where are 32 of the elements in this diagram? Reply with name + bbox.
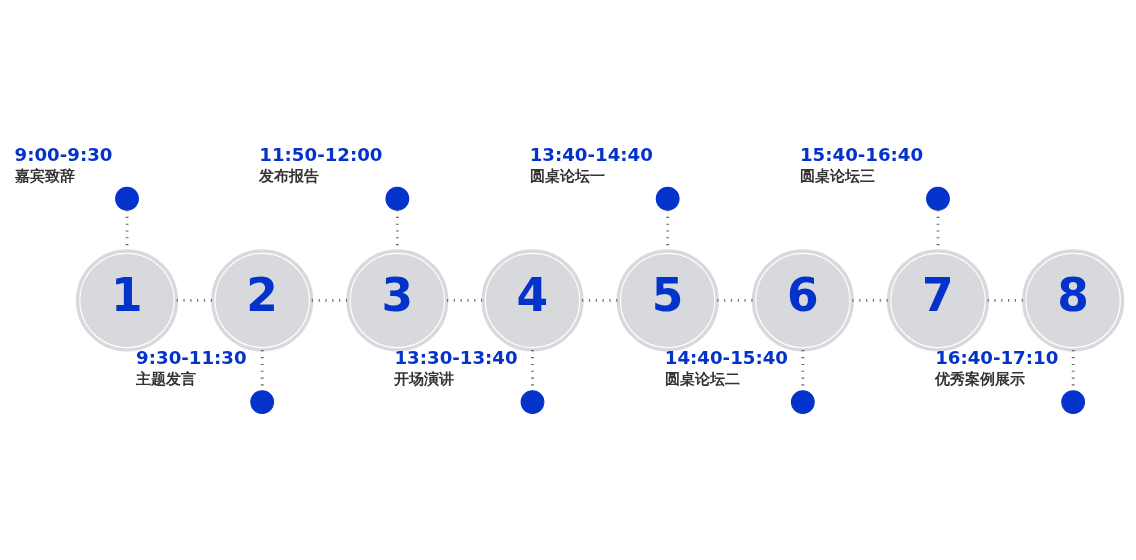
- node-label: 13:40-14:40: [529, 144, 653, 166]
- node-circle: [385, 186, 410, 211]
- node-circle: [655, 186, 680, 211]
- node-circle: 4: [481, 249, 584, 352]
- node-circle: 6: [751, 249, 854, 352]
- node-label: 优秀案例展示: [935, 370, 1026, 388]
- connector: [582, 299, 619, 302]
- node-circle: 8: [1022, 249, 1125, 352]
- node-circle: 3: [346, 249, 449, 352]
- node-label: 15:40-16:40: [799, 144, 924, 166]
- node-circle: 2: [211, 249, 314, 352]
- node-circle: [926, 186, 950, 211]
- node-label: 开场演讲: [394, 370, 455, 388]
- node-label: 圆桌论坛三: [799, 167, 875, 185]
- connector: [852, 299, 889, 302]
- node-label: 圆桌论坛一: [529, 167, 605, 185]
- node-circle: [520, 390, 545, 415]
- node-label: 9:00-9:30: [14, 144, 113, 166]
- node-label: 11:50-12:00: [259, 144, 383, 166]
- node-circle: 5: [616, 249, 719, 352]
- node-label: 主题发言: [136, 370, 197, 388]
- connector: [176, 299, 213, 302]
- node-circle: [250, 390, 275, 415]
- node-label: 圆桌论坛二: [664, 370, 740, 388]
- node-circle: [1061, 390, 1086, 415]
- node-label: 发布报告: [259, 167, 320, 185]
- node-circle: [790, 390, 815, 415]
- node-circle: 1: [75, 249, 179, 352]
- connector: [717, 299, 754, 302]
- node-circle: 7: [886, 249, 990, 352]
- node-circle: [115, 186, 139, 211]
- node-label: 嘉宾致辞: [14, 167, 75, 185]
